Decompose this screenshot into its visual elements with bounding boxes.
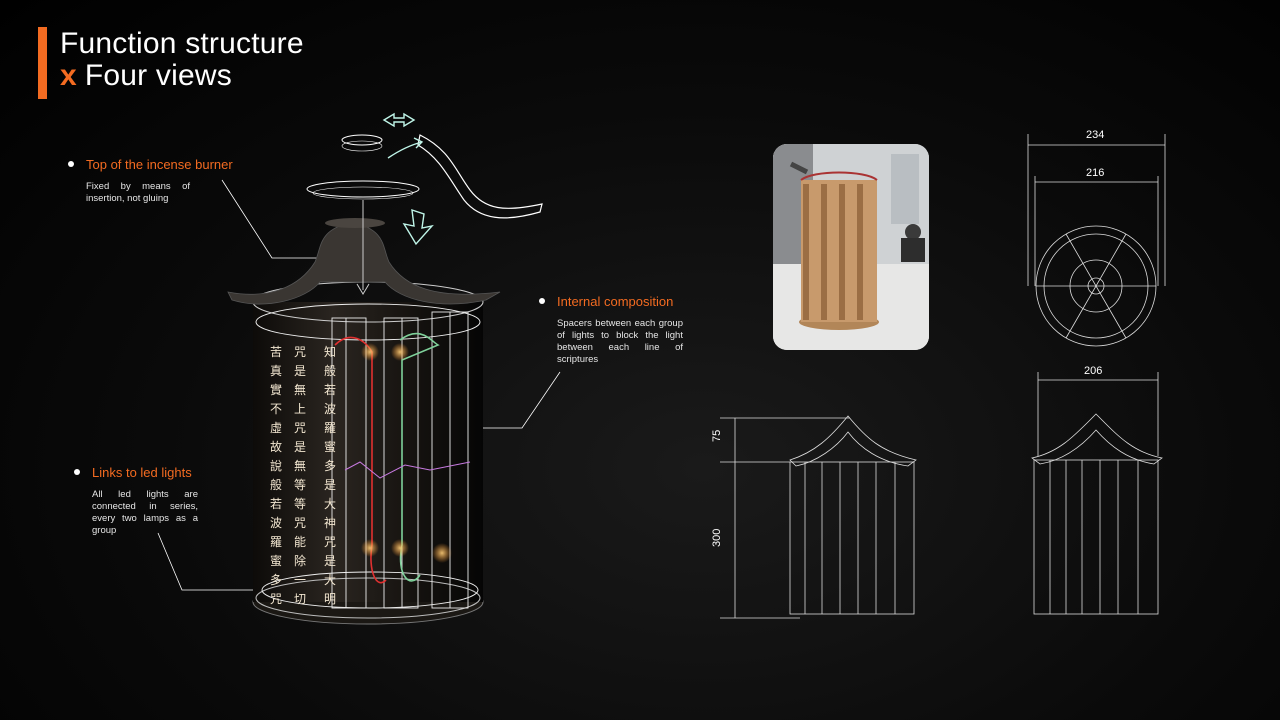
led-light <box>391 343 409 361</box>
callout-heading: Links to led lights <box>92 465 192 480</box>
scripture-char: 多 <box>324 459 336 473</box>
scripture-char: 咒 <box>294 516 306 530</box>
scripture-char: 說 <box>270 458 282 473</box>
scripture-char: 神 <box>324 516 336 530</box>
scripture-char: 能 <box>294 535 306 549</box>
bullet-dot <box>539 298 545 304</box>
scripture-char: 大 <box>324 573 336 587</box>
assembly-arrow-head <box>356 283 370 295</box>
scripture-char: 般 <box>270 477 282 492</box>
scripture-char: 知 <box>324 345 336 359</box>
top-view-drawing <box>1027 134 1166 347</box>
top-disk <box>306 180 420 198</box>
prototype-photo <box>773 144 929 350</box>
scripture-char: 蜜 <box>270 553 282 568</box>
scripture-char: 真 <box>270 364 282 378</box>
callout-description: Spacers between each group of lights to … <box>557 318 683 365</box>
led-light <box>361 343 379 361</box>
scripture-char: 故 <box>270 439 282 454</box>
callout-description: Fixed by means of insertion, not gluing <box>86 181 190 204</box>
scripture-text: 知般若波羅蜜多是大神咒是大明咒是無上咒是無等等咒能除一切苦真實不虛故說般若波羅蜜… <box>270 345 336 606</box>
scripture-char: 等 <box>294 478 306 492</box>
callout-top-burner: Top of the incense burner Fixed by means… <box>68 157 233 205</box>
scripture-char: 除 <box>294 553 306 568</box>
dim-side-width: 206 <box>1084 365 1102 377</box>
scripture-char: 咒 <box>294 345 306 359</box>
scripture-char: 是 <box>294 364 306 378</box>
insert-arrow-icon <box>387 137 424 159</box>
scripture-char: 波 <box>270 516 282 530</box>
callout-internal-composition: Internal composition Spacers between eac… <box>539 294 683 366</box>
scripture-char: 一 <box>294 573 306 587</box>
prototype-photo-art <box>773 144 929 350</box>
lamp-bottom-ring <box>255 577 481 619</box>
dim-body-height: 300 <box>711 529 723 547</box>
title-line-1: Function structure <box>60 27 304 60</box>
scripture-char: 多 <box>270 573 282 587</box>
down-arrow-icon <box>402 208 434 246</box>
scripture-char: 虛 <box>270 421 282 435</box>
scripture-char: 切 <box>294 592 306 606</box>
scripture-char: 實 <box>270 382 282 397</box>
dim-roof-height: 75 <box>711 430 723 442</box>
scripture-char: 不 <box>270 402 282 416</box>
scripture-char: 羅 <box>270 535 282 549</box>
led-light <box>361 539 379 557</box>
scripture-char: 若 <box>324 383 336 397</box>
led-light <box>391 539 409 557</box>
scripture-char: 咒 <box>324 535 336 549</box>
scripture-char: 是 <box>324 478 336 492</box>
lamp-roof <box>227 221 501 305</box>
front-view-drawing <box>720 415 917 619</box>
scripture-char: 蜜 <box>324 439 336 454</box>
title-accent-bar <box>38 27 47 99</box>
rotate-arrow-icon <box>382 112 416 128</box>
bullet-dot <box>68 161 74 167</box>
top-disk-inner <box>312 186 414 200</box>
scripture-char: 波 <box>324 402 336 416</box>
scripture-char: 上 <box>294 402 306 416</box>
side-view-drawing <box>1031 372 1163 615</box>
title-line-2-text: Four views <box>84 59 232 92</box>
scripture-char: 等 <box>294 497 306 511</box>
callout-led-links: Links to led lights All led lights are c… <box>74 465 198 537</box>
scripture-char: 般 <box>324 363 336 378</box>
scripture-char: 羅 <box>324 421 336 435</box>
dim-top-outer: 234 <box>1086 129 1104 141</box>
callout-description: All led lights are connected in series, … <box>92 489 198 536</box>
callout-heading: Top of the incense burner <box>86 157 233 172</box>
top-cap <box>341 134 383 146</box>
bullet-dot <box>74 469 80 475</box>
scripture-char: 是 <box>324 554 336 568</box>
led-wiring <box>334 332 471 584</box>
dim-top-inner: 216 <box>1086 167 1104 179</box>
scripture-char: 咒 <box>294 421 306 435</box>
scripture-char: 明 <box>324 592 336 606</box>
scripture-char: 咒 <box>270 592 282 606</box>
scripture-char: 大 <box>324 497 336 511</box>
led-light <box>432 543 452 563</box>
scripture-char: 苦 <box>270 345 282 359</box>
top-cap-lower <box>341 140 383 152</box>
roof-top-ring <box>325 218 385 228</box>
scripture-char: 若 <box>270 497 282 511</box>
curved-handle <box>417 134 543 219</box>
scripture-char: 無 <box>294 382 306 397</box>
scripture-char: 無 <box>294 458 306 473</box>
callout-heading: Internal composition <box>557 294 674 309</box>
scripture-char: 是 <box>294 440 306 454</box>
title-x-mark: x <box>60 59 77 92</box>
